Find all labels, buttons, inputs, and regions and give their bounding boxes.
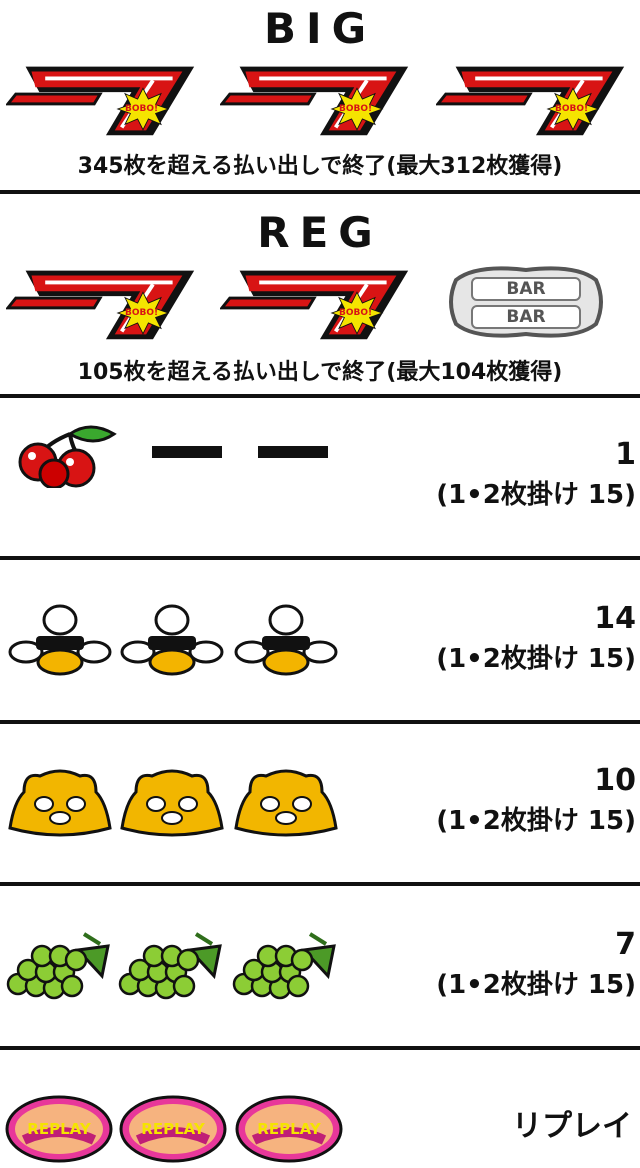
divider [0, 394, 640, 398]
bar-label-top: BAR [506, 279, 546, 299]
replay-symbol-label: REPLAY [27, 1120, 91, 1138]
payout-value: 14 [594, 601, 636, 636]
seven-icon: BOBO! [220, 262, 416, 342]
seven-badge: BOBO! [555, 104, 589, 114]
replay-label: リプレイ [512, 1109, 632, 1144]
big-caption: 345枚を超える払い出しで終了(最大312枚獲得) [77, 154, 563, 179]
payout-note: (1•2枚掛け 15) [436, 806, 636, 836]
payout-value: 7 [615, 927, 636, 962]
grape-icon [116, 926, 226, 1006]
replay-icon: REPLAY [4, 1094, 114, 1164]
reg-caption: 105枚を超える払い出しで終了(最大104枚獲得) [77, 360, 563, 385]
seven-icon: BOBO! [436, 58, 632, 138]
blank-dash [258, 446, 328, 458]
blank-dash [152, 446, 222, 458]
bar-icon: BAR BAR [446, 262, 606, 342]
payout-note: (1•2枚掛け 15) [436, 480, 636, 510]
payout-cell: 14 (1•2枚掛け 15) [436, 601, 636, 674]
bear-icon [4, 762, 114, 842]
duck-icon [4, 600, 114, 680]
duck-icon [230, 600, 340, 680]
seven-icon: BOBO! [6, 58, 202, 138]
divider [0, 882, 640, 886]
duck-icon [116, 600, 226, 680]
seven-icon: BOBO! [220, 58, 416, 138]
grape-icon [230, 926, 340, 1006]
seven-badge: BOBO! [339, 104, 373, 114]
divider [0, 1046, 640, 1050]
divider [0, 190, 640, 194]
replay-icon: REPLAY [118, 1094, 228, 1164]
payout-cell: 7 (1•2枚掛け 15) [436, 927, 636, 1000]
payout-cell: 1 (1•2枚掛け 15) [436, 437, 636, 510]
grape-icon [4, 926, 114, 1006]
divider [0, 556, 640, 560]
payout-note: (1•2枚掛け 15) [436, 644, 636, 674]
bear-icon [230, 762, 340, 842]
seven-icon: BOBO! [6, 262, 202, 342]
bar-label-bottom: BAR [506, 307, 546, 327]
payout-value: 10 [594, 763, 636, 798]
payout-cell: 10 (1•2枚掛け 15) [436, 763, 636, 836]
divider [0, 720, 640, 724]
bear-icon [116, 762, 226, 842]
replay-icon: REPLAY [234, 1094, 344, 1164]
payout-value: 1 [615, 437, 636, 472]
replay-symbol-label: REPLAY [141, 1120, 205, 1138]
replay-symbol-label: REPLAY [257, 1120, 321, 1138]
big-title: BIG [263, 4, 377, 53]
payout-note: (1•2枚掛け 15) [436, 970, 636, 1000]
reg-title: REG [257, 208, 383, 257]
seven-badge: BOBO! [125, 308, 159, 318]
seven-badge: BOBO! [125, 104, 159, 114]
cherry-icon [10, 418, 120, 488]
seven-badge: BOBO! [339, 308, 373, 318]
